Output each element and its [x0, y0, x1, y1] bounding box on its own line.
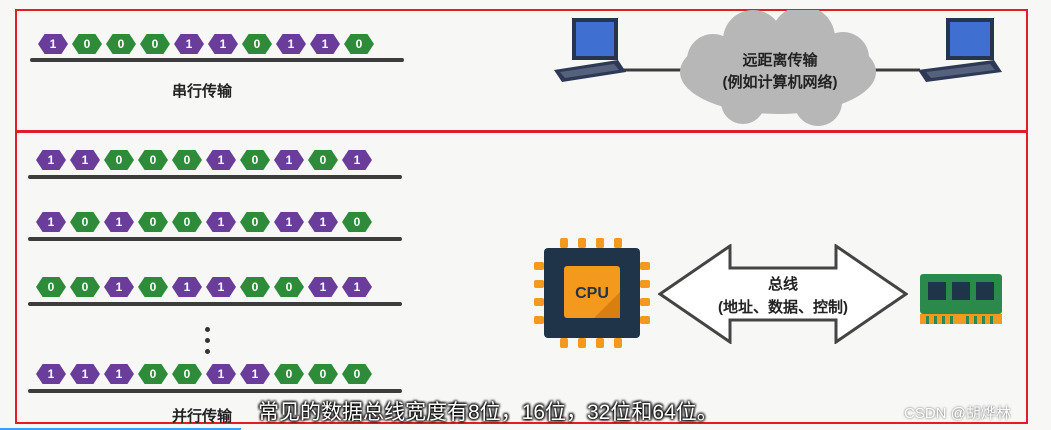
bit-cell: 1 [70, 150, 100, 170]
bit-cell: 1 [308, 212, 338, 232]
bit-cell: 1 [274, 212, 304, 232]
bit-cell: 0 [308, 150, 338, 170]
parallel-rail [28, 175, 402, 179]
bit-cell: 1 [104, 212, 134, 232]
bit-cell: 0 [342, 212, 372, 232]
bit-cell: 1 [274, 150, 304, 170]
bit-cell: 0 [172, 364, 202, 384]
bit-cell: 0 [104, 150, 134, 170]
bit-cell: 0 [70, 212, 100, 232]
bit-cell: 1 [172, 277, 202, 297]
memory-module-icon [920, 274, 1002, 324]
bit-cell: 0 [308, 364, 338, 384]
bit-cell: 1 [174, 34, 204, 54]
serial-rail [30, 58, 404, 62]
bit-cell: 1 [342, 150, 372, 170]
parallel-rail [28, 302, 402, 306]
bit-cell: 0 [70, 277, 100, 297]
bit-cell: 1 [206, 150, 236, 170]
bit-cell: 0 [240, 150, 270, 170]
serial-transmission-label: 串行传输 [172, 83, 233, 100]
bit-cell: 0 [242, 34, 272, 54]
bit-cell: 0 [140, 34, 170, 54]
bit-cell: 0 [172, 212, 202, 232]
cloud-label-line1: 远距离传输 [742, 51, 818, 69]
cloud-label-line2: (例如计算机网络) [723, 73, 838, 91]
bit-cell: 1 [206, 212, 236, 232]
cpu-label: CPU [575, 285, 609, 302]
bit-cell: 1 [342, 277, 372, 297]
bit-cell: 1 [208, 34, 238, 54]
bit-cell: 0 [240, 277, 270, 297]
bit-cell: 0 [72, 34, 102, 54]
ellipsis-dot [205, 327, 210, 332]
bit-cell: 1 [70, 364, 100, 384]
video-progress-bar[interactable] [0, 428, 241, 430]
bit-cell: 1 [206, 364, 236, 384]
bit-cell: 1 [276, 34, 306, 54]
bit-cell: 1 [206, 277, 236, 297]
bus-double-arrow: 总线 (地址、数据、控制) [658, 244, 908, 344]
bit-cell: 0 [138, 277, 168, 297]
ellipsis-dot [205, 349, 210, 354]
ellipsis-dot [205, 338, 210, 343]
bit-cell: 0 [138, 150, 168, 170]
cpu-icon: CPU [534, 238, 650, 348]
laptop-left-icon [554, 18, 626, 82]
bit-cell: 0 [344, 34, 374, 54]
serial-network-diagram: 远距离传输 (例如计算机网络) [554, 10, 1002, 126]
bit-cell: 1 [36, 212, 66, 232]
bus-label-line1: 总线 [768, 275, 798, 293]
bit-cell: 1 [308, 277, 338, 297]
bit-cell: 1 [36, 364, 66, 384]
parallel-transmission-panel [15, 131, 1028, 424]
bus-label-line2: (地址、数据、控制) [718, 298, 848, 316]
bit-cell: 0 [36, 277, 66, 297]
csdn-watermark: CSDN @胡烨林 [904, 405, 1011, 422]
bit-cell: 1 [104, 364, 134, 384]
parallel-rail [28, 237, 402, 241]
bit-cell: 1 [240, 364, 270, 384]
bit-cell: 1 [38, 34, 68, 54]
video-subtitle-caption: 常见的数据总线宽度有8位，16位，32位和64位。 [258, 401, 718, 424]
bit-cell: 1 [36, 150, 66, 170]
parallel-transmission-label: 并行传输 [172, 408, 233, 425]
bit-cell: 0 [274, 277, 304, 297]
parallel-rail [28, 389, 402, 393]
laptop-right-icon [918, 18, 1002, 82]
bit-cell: 1 [104, 277, 134, 297]
bit-cell: 0 [240, 212, 270, 232]
bit-cell: 0 [138, 212, 168, 232]
bit-cell: 0 [342, 364, 372, 384]
bit-cell: 0 [138, 364, 168, 384]
bit-cell: 0 [274, 364, 304, 384]
bit-cell: 0 [106, 34, 136, 54]
bit-cell: 0 [172, 150, 202, 170]
bit-cell: 1 [310, 34, 340, 54]
cloud-icon [680, 10, 876, 126]
